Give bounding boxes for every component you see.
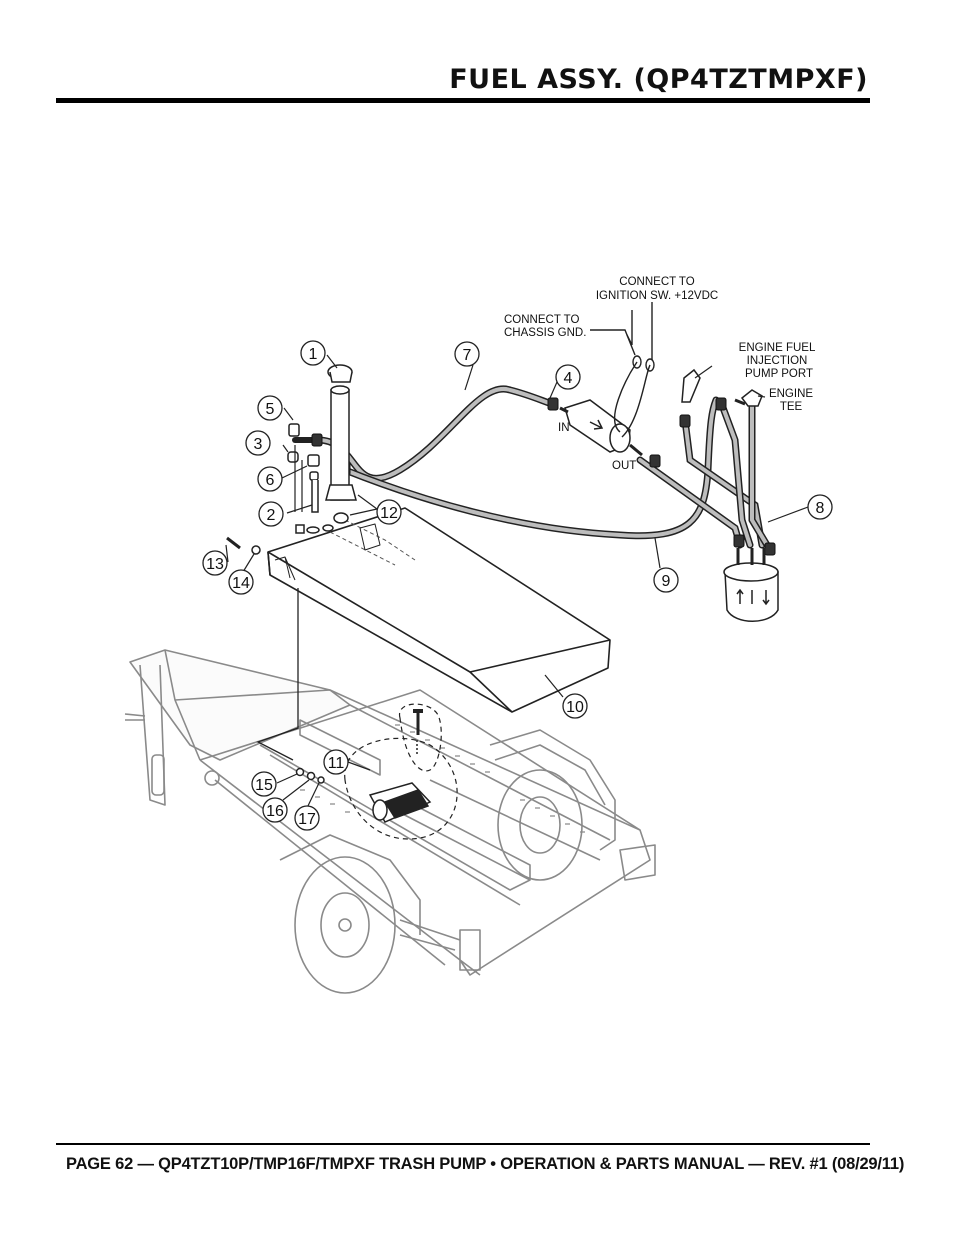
callout-6-circle	[257, 466, 283, 492]
note-engine-tee-line1: ENGINE	[769, 388, 813, 400]
callout-12: 12	[380, 505, 398, 522]
callout-7-circle	[454, 341, 480, 367]
note-ignition-line1: CONNECT TO	[619, 276, 694, 288]
note-ignition-line2: IGNITION SW. +12VDC	[596, 290, 718, 302]
callout-16-circle	[262, 797, 288, 823]
callout-9-circle	[653, 567, 679, 593]
callout-16: 16	[266, 803, 284, 820]
callout-15: 15	[255, 777, 273, 794]
note-engine-fuel-line2: INJECTION	[747, 355, 808, 367]
callout-bubbles	[202, 340, 833, 831]
callout-13-circle	[202, 550, 228, 576]
page-title: FUEL ASSY. (QP4TZTMPXF)	[449, 64, 868, 95]
fuel-return-tank	[723, 548, 779, 622]
callout-6: 6	[266, 472, 275, 489]
fuel-hoses	[292, 385, 774, 554]
note-in-label: IN	[558, 422, 570, 434]
callout-2-circle	[258, 501, 284, 527]
callout-3-circle	[245, 430, 271, 456]
callout-2: 2	[267, 507, 276, 524]
callout-4: 4	[564, 370, 573, 387]
callout-13: 13	[206, 556, 224, 573]
inline-fuel-filter	[559, 399, 643, 457]
callout-1-circle	[300, 340, 326, 366]
trailer-drawing	[124, 649, 656, 994]
header-divider	[56, 98, 870, 103]
note-engine-fuel-line1: ENGINE FUEL	[739, 342, 816, 354]
fuel-tank	[267, 507, 611, 713]
callout-17-circle	[294, 805, 320, 831]
note-engine-tee-line2: TEE	[780, 401, 803, 413]
callout-4-circle	[555, 364, 581, 390]
page-footer: PAGE 62 — QP4TZT10P/TMP16F/TMPXF TRASH P…	[66, 1155, 905, 1173]
note-out-label: OUT	[612, 460, 636, 472]
fuel-sender-assembly	[226, 364, 357, 784]
note-chassis-line1: CONNECT TO	[504, 314, 579, 326]
callout-10-circle	[562, 693, 588, 719]
callout-7: 7	[463, 347, 472, 364]
footer-divider	[56, 1143, 870, 1145]
callout-8: 8	[816, 500, 825, 517]
callout-9: 9	[662, 573, 671, 590]
callout-12-circle	[376, 499, 402, 525]
callout-5-circle	[257, 395, 283, 421]
callout-10: 10	[566, 699, 584, 716]
callout-1: 1	[309, 346, 318, 363]
note-engine-fuel-line3: PUMP PORT	[745, 368, 813, 380]
callout-14: 14	[232, 575, 250, 592]
leader-lines	[225, 354, 809, 811]
electric-fuel-pump	[344, 703, 458, 840]
callout-11-circle	[323, 749, 349, 775]
callout-15-circle	[251, 771, 277, 797]
electrical-wires	[590, 302, 655, 438]
callout-8-circle	[807, 494, 833, 520]
callout-5: 5	[266, 401, 275, 418]
note-chassis-line2: CHASSIS GND.	[504, 327, 586, 339]
callout-3: 3	[254, 436, 263, 453]
callout-17: 17	[298, 811, 316, 828]
callout-11: 11	[328, 755, 345, 772]
callout-14-circle	[228, 569, 254, 595]
